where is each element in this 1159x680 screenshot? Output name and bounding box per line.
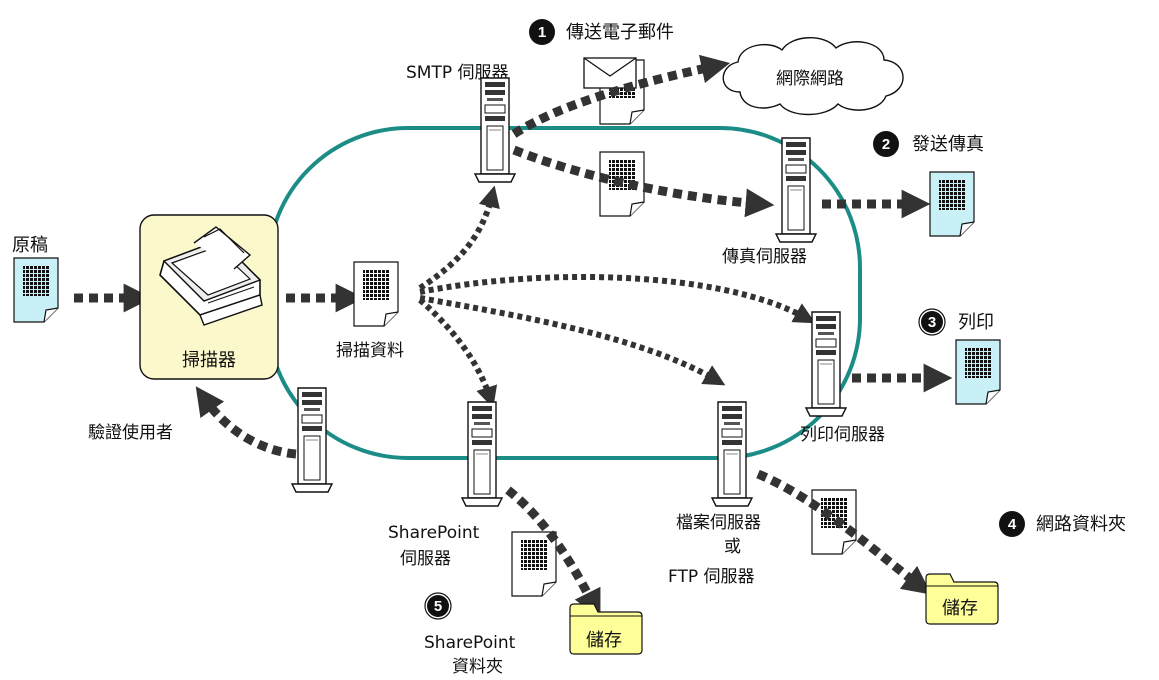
badge-5-fill [427,595,449,617]
fax-server-label: 傳真伺服器 [722,247,807,267]
send-email-label: 傳送電子郵件 [566,22,674,43]
file-server-label-3: FTP 伺服器 [668,567,755,587]
original-label: 原稿 [12,235,48,256]
fax-server [775,137,817,243]
auth-to-scanner-arrow [195,386,297,459]
sharepoint-server-label-1: SharePoint [388,523,480,543]
sharepoint-server [461,401,503,507]
send-fax-label: 發送傳真 [912,134,984,155]
print-server-label: 列印伺服器 [800,425,885,445]
badge-1 [529,19,555,45]
internet-cloud [722,37,904,116]
sharepoint-document [511,531,557,597]
scan-data-label: 掃描資料 [336,341,404,361]
scandata-to-smtp-arrow [418,185,500,291]
smtp-to-internet-arrow [511,54,731,138]
print-server [805,311,847,417]
sharepoint-to-folder-arrow [505,486,601,619]
scandata-to-print-arrow [419,273,816,324]
sharepoint-folder-label-2: 資料夾 [452,657,503,677]
badge-5-number: 5 [434,598,442,615]
badge-2-number: 2 [882,136,890,153]
scanner-icon [159,226,263,326]
badge-2 [873,131,899,157]
badge-3-number: 3 [928,314,936,331]
smtp-server [474,77,516,183]
file-server-label-1: 檔案伺服器 [676,513,761,533]
smtp-to-fax-arrow [512,145,775,218]
file-server-label-2: 或 [724,537,741,557]
internet-label: 網際網路 [776,69,844,89]
badge-4-number: 4 [1008,516,1017,533]
fax-document [929,171,975,237]
scandata-to-fileserver-arrow [419,295,726,386]
save-sharepoint-label: 儲存 [586,630,622,651]
scandata-to-sharepoint-arrow [418,297,498,409]
badge-3-fill [921,311,943,333]
scanner-label: 掃描器 [182,350,236,371]
save-network-label: 儲存 [942,598,978,619]
auth-server [291,387,333,493]
network-folder-label: 網路資料夾 [1036,514,1126,535]
original-document [13,257,59,323]
sharepoint-server-label-2: 伺服器 [400,549,451,569]
badge-4 [999,511,1025,537]
badge-1-number: 1 [538,24,546,41]
file-server [711,401,753,507]
print-document [955,339,1001,405]
authenticate-user-label: 驗證使用者 [88,422,173,443]
sharepoint-folder-label-1: SharePoint [424,633,516,653]
scan-data-document [353,261,399,327]
print-label: 列印 [958,312,994,333]
